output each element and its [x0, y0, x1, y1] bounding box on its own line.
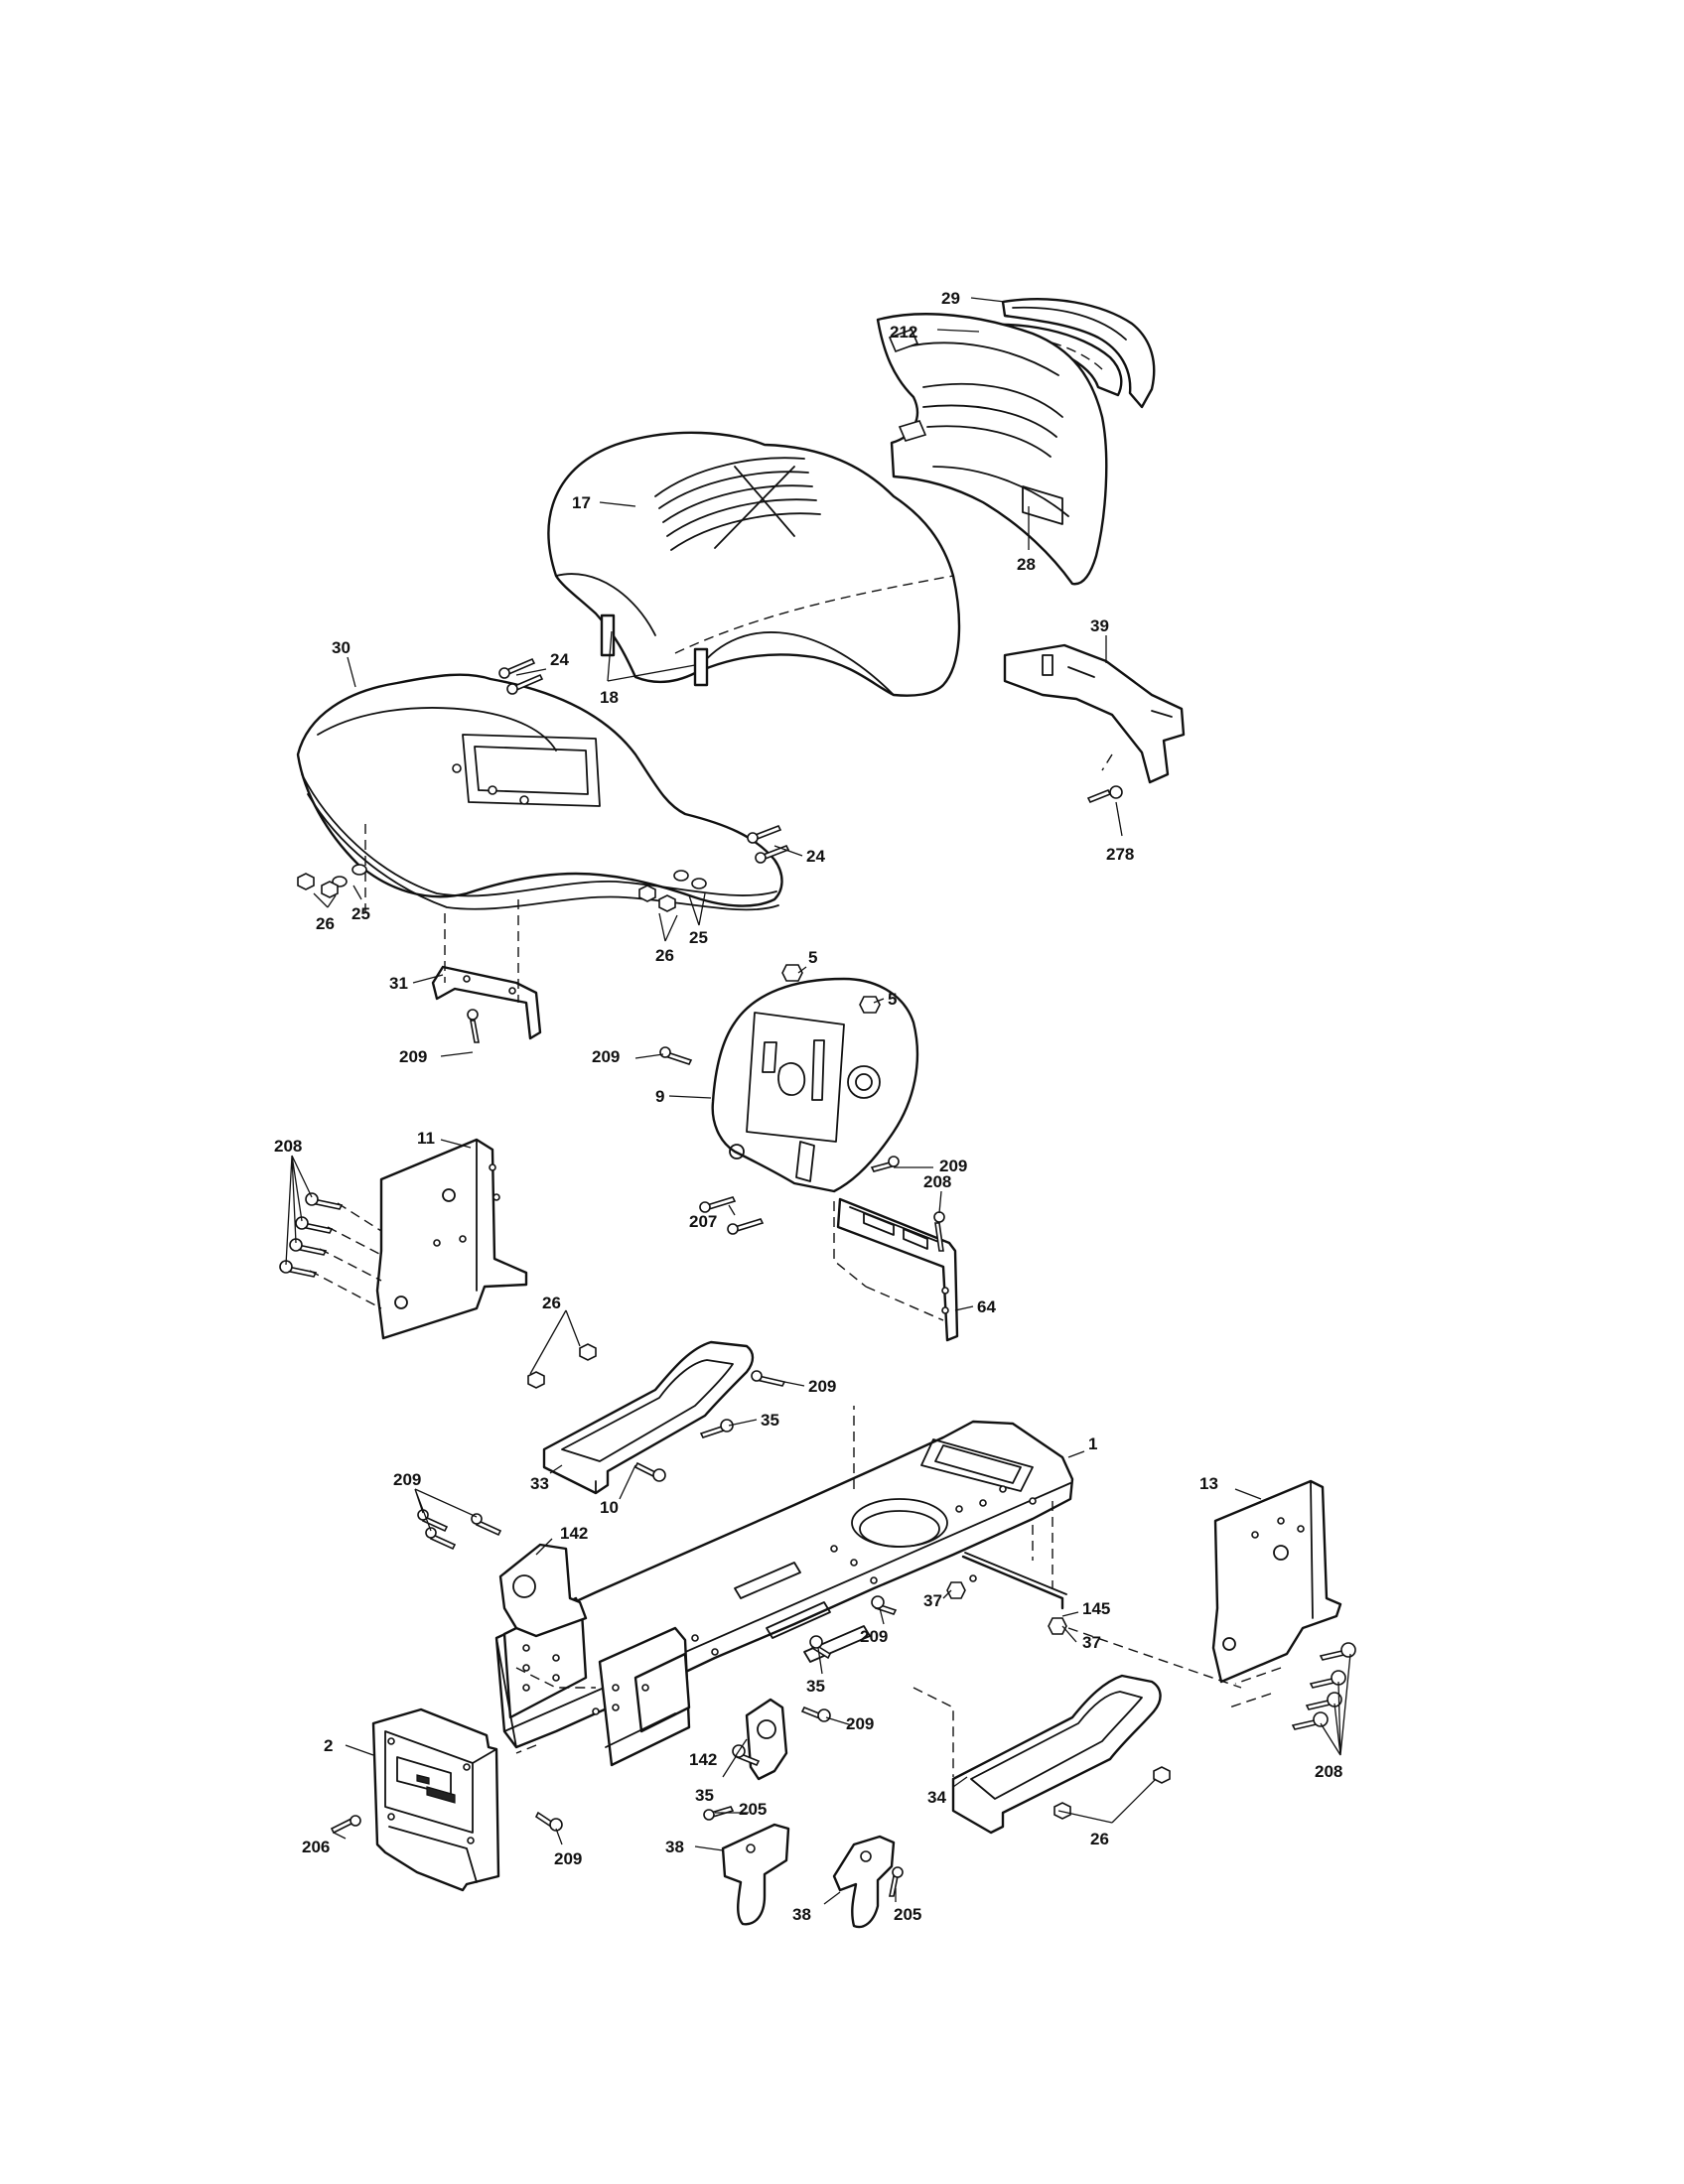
callout-26-lower: 26	[1090, 1830, 1109, 1848]
callout-labels: 29 212 17 28 39 30 24 18 278 24 25 26 26…	[274, 289, 1342, 1924]
callout-208-left: 208	[274, 1137, 302, 1156]
callout-209-footrest: 209	[808, 1377, 836, 1396]
callout-209-cluster: 209	[393, 1470, 421, 1489]
callout-17: 17	[572, 493, 591, 512]
assembly-lines	[309, 753, 1282, 1777]
callout-9: 9	[655, 1087, 664, 1106]
callout-37-a: 37	[923, 1591, 942, 1610]
callout-209-front: 209	[554, 1849, 582, 1868]
part-2-front-plate	[371, 1707, 500, 1892]
part-142-lower-pivot	[745, 1698, 788, 1781]
part-64-console-bracket	[833, 1197, 959, 1342]
callout-10: 10	[600, 1498, 619, 1517]
callout-11: 11	[417, 1129, 435, 1148]
callout-209-b: 209	[592, 1047, 620, 1066]
callout-24-lower: 24	[806, 847, 825, 866]
part-9-dash-panel	[711, 977, 919, 1193]
callout-1: 1	[1088, 1434, 1097, 1453]
callout-35-lower: 35	[695, 1786, 714, 1805]
callout-30: 30	[332, 638, 351, 657]
callout-35-footrest: 35	[761, 1411, 779, 1430]
callout-24-upper: 24	[550, 650, 569, 669]
callout-142-upper: 142	[560, 1524, 588, 1543]
callout-205-left: 205	[739, 1800, 767, 1819]
part-142-upper-pivot	[498, 1543, 588, 1638]
part-145-rod	[961, 1552, 1067, 1610]
part-38-right-bracket	[832, 1835, 896, 1929]
callout-33: 33	[530, 1474, 549, 1493]
callout-18: 18	[600, 688, 619, 707]
callout-205-right: 205	[894, 1905, 921, 1924]
part-38-left-bracket	[721, 1823, 790, 1926]
callout-207: 207	[689, 1212, 717, 1231]
part-34-footrest-right	[951, 1674, 1162, 1835]
callout-206: 206	[302, 1838, 330, 1856]
callout-212: 212	[890, 323, 917, 341]
callout-208-right: 208	[1315, 1762, 1342, 1781]
hood-vent-grille	[654, 457, 821, 551]
leader-lines	[285, 297, 1351, 1905]
callout-39: 39	[1090, 616, 1109, 635]
part-39-hood-bracket	[1003, 643, 1186, 784]
callout-208-single: 208	[923, 1172, 951, 1191]
part-17-hood	[547, 431, 961, 697]
callout-5-right: 5	[888, 990, 897, 1009]
part-11-left-side-plate	[375, 1138, 528, 1340]
callout-35-frame: 35	[806, 1677, 825, 1696]
callout-37-b: 37	[1082, 1633, 1101, 1652]
part-29-dash-trim	[1001, 298, 1156, 409]
callout-209-pivot: 209	[846, 1714, 874, 1733]
part-31-fender-bracket	[431, 965, 542, 1040]
callout-278: 278	[1106, 845, 1134, 864]
callout-26-footrest: 26	[542, 1294, 561, 1312]
callout-29: 29	[941, 289, 960, 308]
callout-26-left: 26	[316, 914, 335, 933]
callout-26-right: 26	[655, 946, 674, 965]
callout-5-left: 5	[808, 948, 817, 967]
hardware-fasteners	[279, 657, 1356, 1897]
callout-209-c: 209	[939, 1157, 967, 1175]
callout-145: 145	[1082, 1599, 1110, 1618]
part-28-hood-front	[876, 313, 1108, 586]
callout-38-right: 38	[792, 1905, 811, 1924]
callout-34: 34	[927, 1788, 946, 1807]
callout-209-frame: 209	[860, 1627, 888, 1646]
callout-31: 31	[389, 974, 408, 993]
part-13-right-side-plate	[1211, 1479, 1342, 1684]
callout-25-left: 25	[351, 904, 370, 923]
callout-38-left: 38	[665, 1838, 684, 1856]
callout-64: 64	[977, 1297, 996, 1316]
part-30-fender	[296, 673, 783, 911]
callout-2: 2	[324, 1736, 333, 1755]
callout-25-right: 25	[689, 928, 708, 947]
callout-28: 28	[1017, 555, 1036, 574]
callout-142-lower: 142	[689, 1750, 717, 1769]
callout-209-a: 209	[399, 1047, 427, 1066]
callout-13: 13	[1199, 1474, 1218, 1493]
part-33-footrest-left	[542, 1340, 755, 1495]
